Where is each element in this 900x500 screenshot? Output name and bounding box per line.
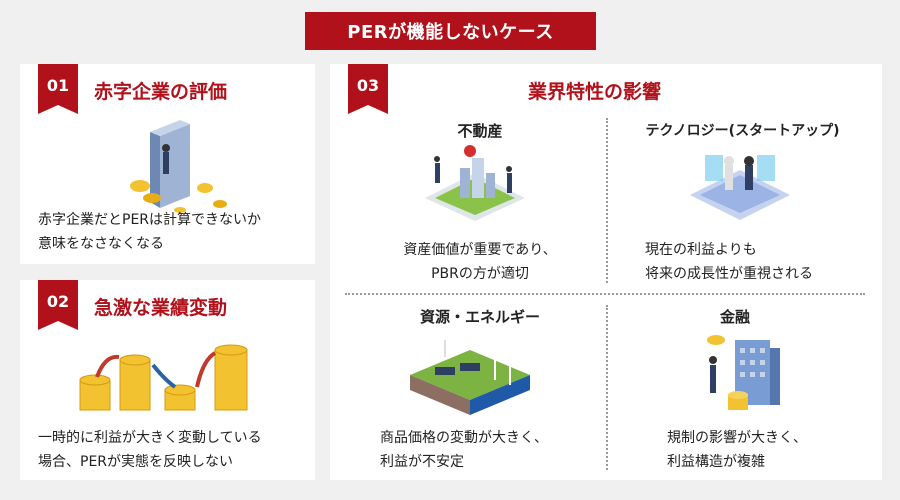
panel-description: 一時的に利益が大きく変動している 場合、PERが実態を反映しない: [38, 430, 262, 470]
cell-description-real-estate: 資産価値が重要であり、 PBRの方が適切: [403, 242, 557, 282]
panel-description: 赤字企業だとPERは計算できないか 意味をなさなくなる: [38, 212, 262, 252]
cell-description-technology: 現在の利益よりも 将来の成長性が重視される: [645, 242, 813, 282]
technology-robot-illustration: [690, 155, 790, 220]
panel-heading: 急激な業績変動: [94, 297, 228, 319]
coin-stacks-illustration: [79, 344, 248, 411]
cell-title-finance: 金融: [719, 308, 750, 326]
panel-heading: 業界特性の影響: [528, 81, 662, 103]
city-map-illustration: [425, 145, 525, 221]
panel-earnings-volatility: 02 急激な業績変動 一時的に利益が大きく変動している 場合、PERが実態を反映…: [20, 280, 315, 480]
badge-03: 03: [348, 64, 388, 114]
bank-building-illustration: [707, 335, 780, 410]
divider-vertical-bottom: [606, 305, 608, 470]
badge-01: 01: [38, 64, 78, 114]
cell-description-finance: 規制の影響が大きく、 利益構造が複雑: [667, 430, 807, 470]
panel-heading: 赤字企業の評価: [94, 81, 228, 103]
cell-title-real-estate: 不動産: [457, 122, 503, 140]
cell-title-resources-energy: 資源・エネルギー: [419, 308, 540, 326]
panel-loss-making: 01 赤字企業の評価 赤字企業だとPERは計算できないか 意味をなさなくなる: [20, 64, 315, 264]
cell-description-resources-energy: 商品価格の変動が大きく、 利益が不安定: [380, 430, 548, 470]
energy-landscape-illustration: [410, 340, 530, 415]
badge-02: 02: [38, 280, 78, 330]
divider-vertical-top: [606, 118, 608, 283]
loss-falling-coins-illustration: [130, 120, 227, 213]
page-title: PERが機能しないケース: [305, 12, 596, 50]
cell-title-technology: テクノロジー(スタートアップ): [645, 123, 840, 139]
divider-horizontal: [345, 293, 865, 295]
